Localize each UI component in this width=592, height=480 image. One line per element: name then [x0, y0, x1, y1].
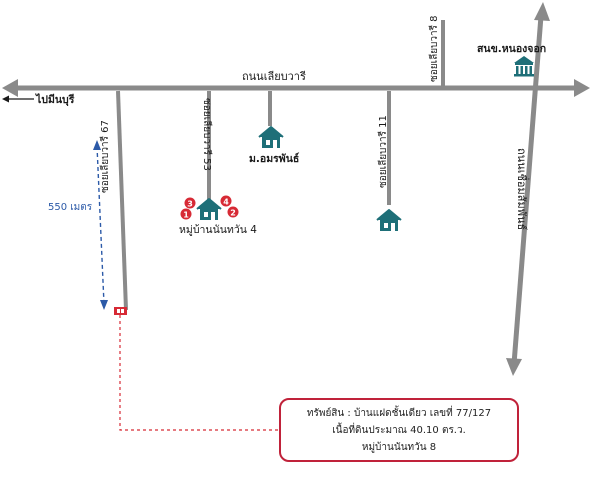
village-amarin-icon [258, 126, 284, 149]
village-nantawan4-label: หมู่บ้านนันทวัน 4 [179, 224, 257, 236]
direction-label: ไปมีนบุรี [35, 93, 75, 107]
marker-group: 1 2 3 4 [180, 195, 239, 220]
vertical-road-right-label: ถนนเชื่อมสัมพันธ์ [515, 148, 530, 230]
svg-text:3: 3 [187, 200, 193, 209]
marker-3: 3 [184, 197, 196, 209]
distance-label: 550 เมตร [48, 202, 93, 213]
soi-11-label: ซอยเลียบวารี 11 [377, 115, 389, 188]
school-label: สนข.หนองจอก [477, 43, 546, 55]
marker-2: 2 [227, 206, 239, 218]
property-marker [114, 307, 127, 315]
property-info-box: ทรัพย์สิน : บ้านแฝดชั้นเดียว เลขที่ 77/1… [279, 398, 519, 462]
village-amarin-label: ม.อมรพันธ์ [249, 152, 299, 165]
government-building-icon [514, 56, 534, 77]
svg-text:2: 2 [230, 209, 236, 218]
village-nantawan4-icon [196, 198, 222, 221]
property-village: หมู่บ้านนันทวัน 8 [361, 442, 437, 453]
svg-text:1: 1 [183, 211, 189, 220]
house-icon [376, 209, 402, 232]
main-road [2, 79, 590, 97]
direction-arrow-left [2, 95, 34, 103]
property-leader-line [119, 315, 280, 431]
marker-4: 4 [220, 195, 232, 207]
property-land-area: เนื้อที่ดินประมาณ 40.10 ตร.ว. [332, 425, 466, 436]
main-road-label: ถนนเลียบวารี [242, 70, 306, 83]
property-title: ทรัพย์สิน : บ้านแฝดชั้นเดียว เลขที่ 77/1… [306, 408, 492, 419]
soi-53-label: ซอยเลียบวารี 53 [201, 98, 213, 171]
distance-indicator [93, 140, 108, 310]
svg-text:4: 4 [223, 198, 229, 207]
marker-1: 1 [180, 208, 192, 220]
soi-67-road [116, 90, 128, 311]
vertical-road-right [506, 2, 550, 376]
soi-8-label: ซอยเลียบวารี 8 [428, 15, 440, 82]
soi-67-label: ซอยเลียบวารี 67 [99, 120, 111, 193]
